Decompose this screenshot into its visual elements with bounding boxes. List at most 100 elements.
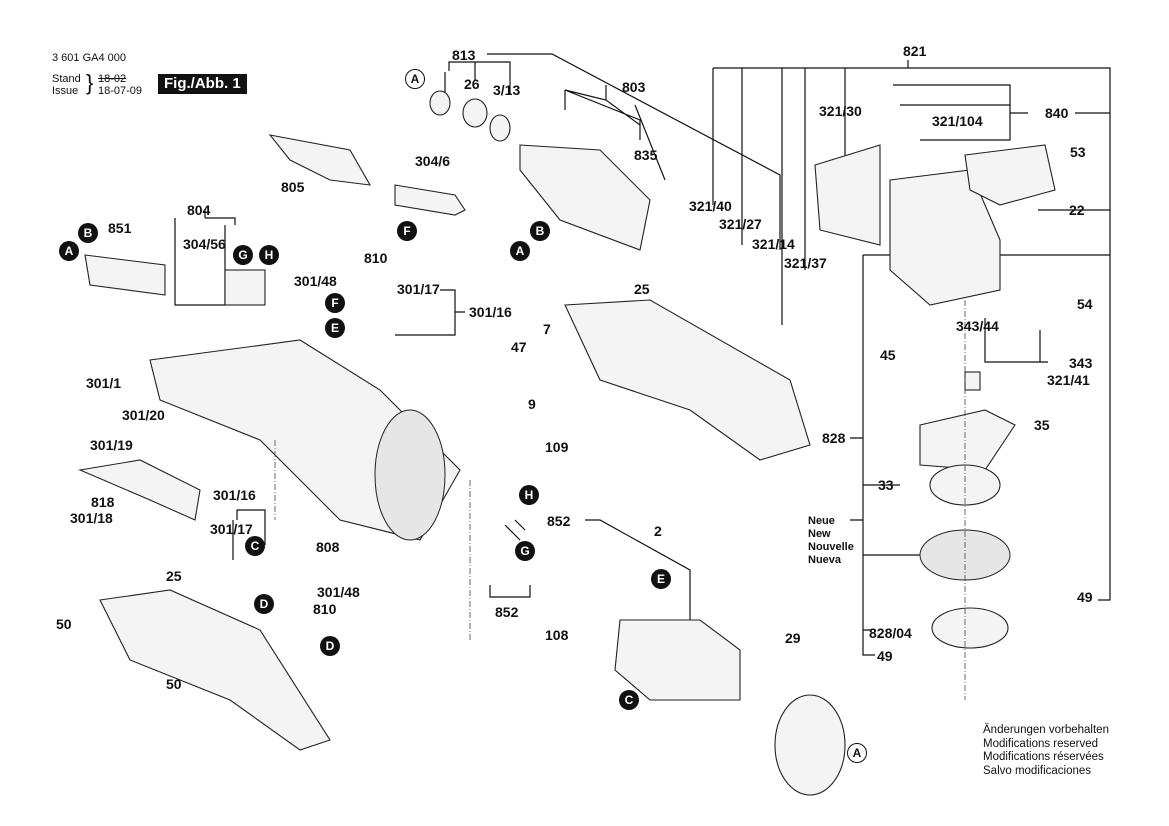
- callout-a-left: A: [59, 241, 79, 261]
- label-53: 53: [1070, 144, 1086, 160]
- label-50-left: 50: [56, 616, 72, 632]
- label-49-bottom: 49: [877, 648, 893, 664]
- callout-h-top: H: [259, 245, 279, 265]
- callout-e-bottom: E: [651, 569, 671, 589]
- label-35: 35: [1034, 417, 1050, 433]
- label-821: 821: [903, 43, 927, 59]
- label-321-14: 321/14: [752, 236, 795, 252]
- callout-h-bottom: H: [519, 485, 539, 505]
- callout-f-top: F: [397, 221, 417, 241]
- new-label-fr: Nouvelle: [808, 541, 854, 553]
- label-810-bottom: 810: [313, 601, 337, 617]
- label-343-44: 343/44: [956, 318, 999, 334]
- part-818: [78, 459, 201, 521]
- label-29: 29: [785, 630, 801, 646]
- callout-g-top: G: [233, 245, 253, 265]
- label-108: 108: [545, 627, 569, 643]
- label-3-13: 3/13: [493, 82, 521, 98]
- bracket-821: [713, 67, 1111, 601]
- label-45: 45: [880, 347, 896, 363]
- label-301-1: 301/1: [86, 375, 122, 391]
- part-321-41: [964, 371, 981, 391]
- bracket-343: [984, 318, 1048, 363]
- label-852-bottom: 852: [495, 604, 519, 620]
- notice-en: Modifications reserved: [983, 737, 1099, 750]
- label-321-40: 321/40: [689, 198, 732, 214]
- modifications-notice: Änderungen vorbehalten Modifications res…: [983, 724, 1109, 778]
- callout-a-right: A: [510, 241, 530, 261]
- part-321-30: [814, 144, 881, 246]
- label-33: 33: [878, 477, 894, 493]
- label-7: 7: [543, 321, 551, 337]
- issue-label: Issue: [52, 85, 79, 97]
- bracket-852b: [489, 585, 531, 598]
- label-321-37: 321/37: [784, 255, 827, 271]
- part-number: 3 601 GA4 000: [52, 52, 127, 64]
- part-switch: [224, 269, 266, 306]
- notice-de: Änderungen vorbehalten: [983, 724, 1109, 736]
- label-301-18: 301/18: [70, 510, 113, 526]
- label-301-16-top: 301/16: [469, 304, 512, 320]
- part-25-grip: [99, 589, 331, 751]
- label-805: 805: [281, 179, 305, 195]
- label-301-20: 301/20: [122, 407, 165, 423]
- part-828-04-ring: [931, 607, 1009, 649]
- part-35-plate: [919, 409, 1016, 471]
- new-label-es: Nueva: [808, 554, 842, 566]
- label-109: 109: [545, 439, 569, 455]
- part-304-6: [394, 184, 466, 216]
- label-321-30: 321/30: [819, 103, 862, 119]
- label-25-handle: 25: [634, 281, 650, 297]
- label-321-27: 321/27: [719, 216, 762, 232]
- alignment-lines: [274, 300, 966, 700]
- new-label-de: Neue: [808, 515, 835, 527]
- label-840: 840: [1045, 105, 1069, 121]
- bracket-852a: [504, 519, 691, 620]
- label-2: 2: [654, 523, 662, 539]
- bracket-840: [893, 84, 1110, 211]
- label-828-04: 828/04: [869, 625, 912, 641]
- label-828: 828: [822, 430, 846, 446]
- part-29-baffle: [774, 694, 846, 796]
- callout-d-bottom: D: [320, 636, 340, 656]
- label-47: 47: [511, 339, 527, 355]
- label-835: 835: [634, 147, 658, 163]
- bracket-804: [174, 210, 236, 306]
- part-25-handle: [564, 299, 811, 461]
- label-304-56: 304/56: [183, 236, 226, 252]
- part-26: [462, 98, 488, 128]
- notice-es: Salvo modificaciones: [983, 764, 1092, 777]
- bracket-803: [564, 85, 641, 140]
- label-304-6: 304/6: [415, 153, 451, 169]
- label-25-grip: 25: [166, 568, 182, 584]
- label-803: 803: [622, 79, 646, 95]
- label-321-41: 321/41: [1047, 372, 1090, 388]
- callout-e-mid: E: [325, 318, 345, 338]
- issue-date: 18-07-09: [98, 85, 143, 97]
- new-label-en: New: [808, 528, 831, 540]
- label-26: 26: [464, 76, 480, 92]
- bracket-813: [444, 53, 781, 250]
- bracket-301-16b: [232, 509, 266, 560]
- label-852-top: 852: [547, 513, 571, 529]
- callout-b-right: B: [530, 221, 550, 241]
- label-49-right: 49: [1077, 589, 1093, 605]
- label-301-19: 301/19: [90, 437, 133, 453]
- leader-835: [634, 104, 666, 181]
- label-301-17-bottom: 301/17: [210, 521, 253, 537]
- label-301-48-bottom: 301/48: [317, 584, 360, 600]
- label-9: 9: [528, 396, 536, 412]
- callout-b-left: B: [78, 223, 98, 243]
- label-804: 804: [187, 202, 211, 218]
- label-813: 813: [452, 47, 476, 63]
- stand-label: Stand: [52, 73, 81, 85]
- part-2-field: [614, 619, 741, 701]
- part-22-cover: [964, 144, 1056, 206]
- old-date: 18-02: [98, 73, 127, 85]
- callout-g-bottom: G: [515, 541, 535, 561]
- part-plug-805: [268, 134, 372, 186]
- label-50-bottom: 50: [166, 676, 182, 692]
- label-54: 54: [1077, 296, 1093, 312]
- label-851: 851: [108, 220, 132, 236]
